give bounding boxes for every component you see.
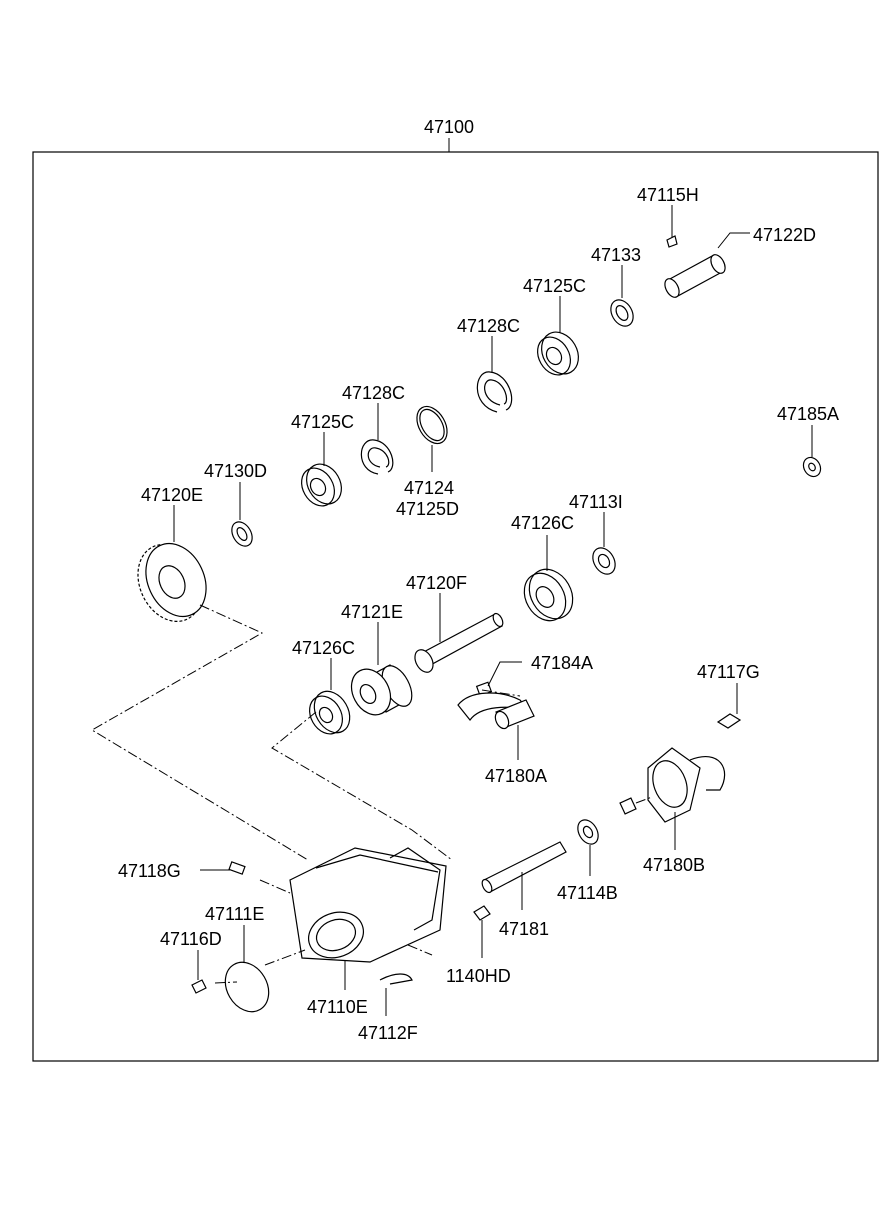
label-47126C-top: 47126C xyxy=(511,513,574,533)
label-47112F: 47112F xyxy=(358,1023,418,1043)
assembly-frame xyxy=(32,151,879,1062)
part-47113I xyxy=(592,512,616,575)
label-47111E: 47111E xyxy=(205,904,264,924)
label-47180B: 47180B xyxy=(643,855,705,875)
label-47133: 47133 xyxy=(591,245,641,265)
part-47120F xyxy=(414,593,504,673)
label-47118G: 47118G xyxy=(118,861,181,881)
part-plug xyxy=(619,797,637,815)
part-47130D xyxy=(231,482,253,547)
label-47125C-mid: 47125C xyxy=(291,412,354,432)
part-47128C-mid xyxy=(360,403,394,475)
label-47117G: 47117G xyxy=(697,662,760,682)
part-47184A xyxy=(475,661,522,697)
label-47184A: 47184A xyxy=(531,653,593,673)
part-47118G xyxy=(200,861,246,875)
part-47111E xyxy=(224,925,270,1013)
part-47181 xyxy=(481,841,567,910)
part-47125C-top xyxy=(537,296,579,376)
part-47112F xyxy=(379,973,413,1016)
label-47113I: 47113I xyxy=(569,492,623,512)
part-47115H xyxy=(666,205,678,248)
assembly-label: 47100 xyxy=(424,117,474,137)
part-47117G xyxy=(716,683,742,729)
part-47133 xyxy=(610,265,634,327)
part-47126C-low xyxy=(309,658,351,735)
label-47180A: 47180A xyxy=(485,766,547,786)
part-47128C-top xyxy=(476,336,513,413)
label-47121E: 47121E xyxy=(341,602,403,622)
part-47125C-mid xyxy=(301,432,342,507)
label-47125D: 47125D xyxy=(396,499,459,519)
part-1140HD xyxy=(473,905,491,958)
part-47124 xyxy=(416,405,448,472)
label-47124: 47124 xyxy=(404,478,454,498)
assembly-lines xyxy=(91,604,653,984)
label-1140HD: 1140HD xyxy=(446,966,511,986)
label-47125C-top: 47125C xyxy=(523,276,586,296)
label-47120E: 47120E xyxy=(141,485,203,505)
part-47126C-top xyxy=(523,535,574,622)
part-47180A xyxy=(457,692,535,760)
part-47114B xyxy=(577,819,599,876)
label-47128C-top: 47128C xyxy=(457,316,520,336)
part-47185A xyxy=(802,425,822,478)
part-47180B xyxy=(647,747,726,850)
label-47126C-low: 47126C xyxy=(292,638,355,658)
label-47115H: 47115H xyxy=(637,185,699,205)
part-47110E xyxy=(289,847,447,990)
label-47116D: 47116D xyxy=(160,929,222,949)
label-47128C-mid: 47128C xyxy=(342,383,405,403)
label-47120F: 47120F xyxy=(406,573,467,593)
part-47116D xyxy=(191,950,207,994)
label-47114B: 47114B xyxy=(557,883,618,903)
label-47130D: 47130D xyxy=(204,461,267,481)
part-47121E xyxy=(350,622,413,716)
label-47185A: 47185A xyxy=(777,404,839,424)
part-47122D xyxy=(664,232,750,298)
label-47110E: 47110E xyxy=(307,997,368,1017)
label-47181: 47181 xyxy=(499,919,549,939)
part-47120E xyxy=(137,505,207,623)
label-47122D: 47122D xyxy=(753,225,816,245)
